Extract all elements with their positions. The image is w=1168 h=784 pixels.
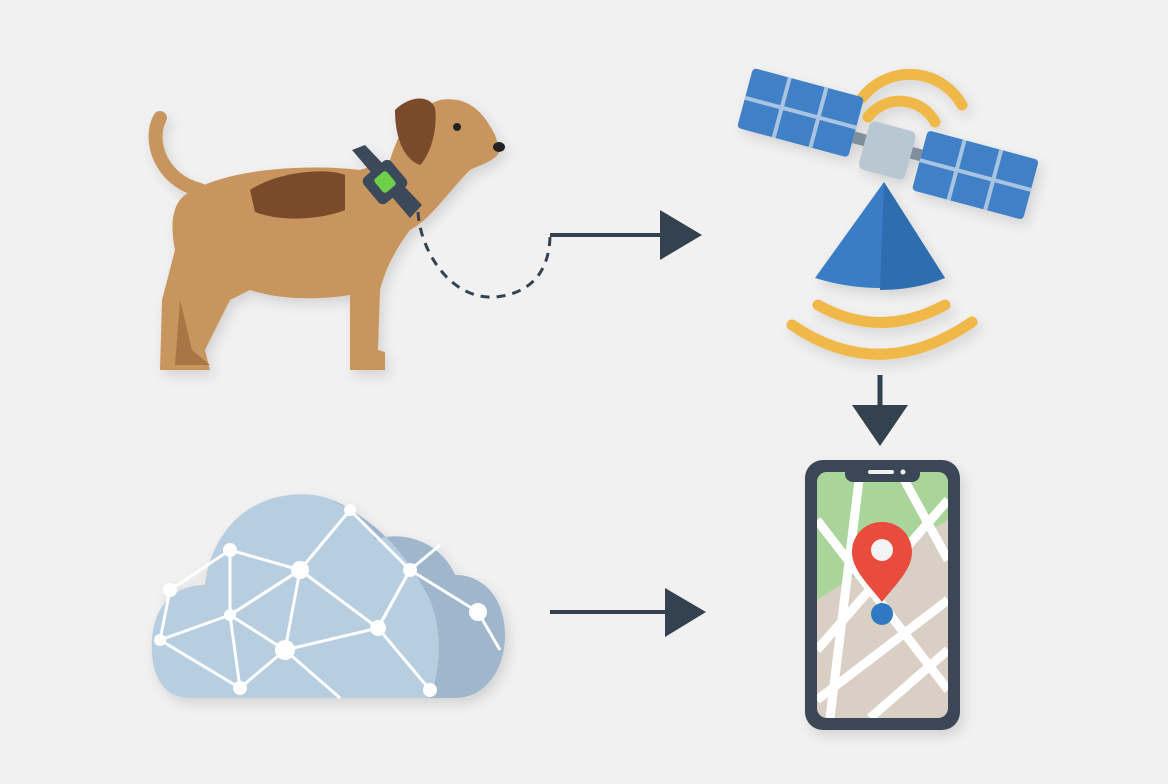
arrowhead-icon: [665, 588, 706, 637]
gps-tag-icon: [374, 171, 396, 193]
arrowhead-icon: [660, 210, 702, 260]
satellite-icon: [737, 68, 1039, 360]
leash-dashed-line: [416, 211, 552, 299]
arrowhead-icon: [852, 405, 908, 446]
map-pin-icon: [852, 522, 912, 602]
dog-icon: [148, 98, 505, 371]
cloud-network-icon: [151, 494, 505, 700]
smartphone-map-icon: [805, 460, 960, 730]
location-dot-icon: [871, 603, 893, 625]
